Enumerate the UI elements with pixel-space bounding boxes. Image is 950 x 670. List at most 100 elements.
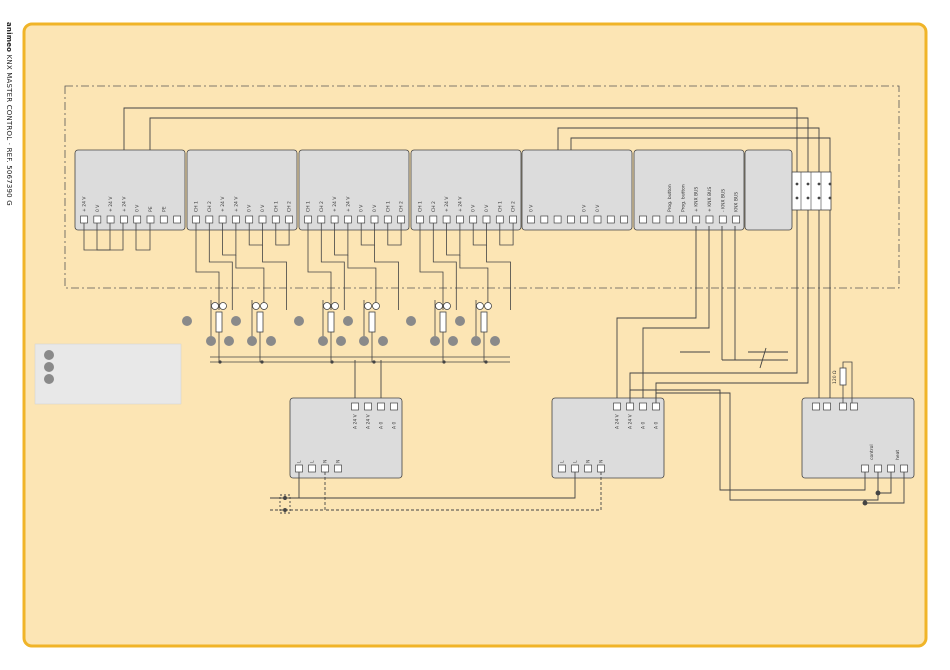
terminal-label: 0 V	[582, 204, 588, 212]
terminal	[93, 215, 102, 224]
device-terminal-label: A 24 V	[628, 413, 634, 429]
terminal	[705, 215, 714, 224]
terminal-label: CH 2	[319, 201, 325, 212]
terminal	[495, 215, 504, 224]
terminal	[317, 215, 326, 224]
device-terminal	[823, 402, 831, 411]
terminal	[442, 215, 451, 224]
junction-dot	[372, 360, 376, 364]
terminal	[271, 215, 280, 224]
weather-station: 120 Ω control heat	[801, 361, 915, 479]
terminal-label: CH 1	[194, 201, 200, 212]
terminal	[330, 215, 339, 224]
device-terminal-label: A 0	[654, 421, 660, 429]
terminal-block	[791, 171, 832, 211]
device-terminal	[584, 464, 592, 473]
terminal	[606, 215, 615, 224]
terminal	[205, 215, 214, 224]
terminal	[218, 215, 227, 224]
terminal	[159, 215, 168, 224]
terminal	[80, 215, 88, 224]
terminal	[553, 215, 562, 224]
legend-dot-1	[44, 350, 54, 360]
terminal-label: 0 V	[484, 204, 490, 212]
connection-dot	[455, 316, 465, 326]
device-terminal-label: N	[323, 460, 329, 463]
connection-dot	[294, 316, 304, 326]
resistor-120-ohm	[839, 367, 847, 386]
terminal-label: + 24 V	[345, 196, 351, 212]
device-terminal	[321, 464, 329, 473]
connection-dot	[266, 336, 276, 346]
connection-dot	[336, 336, 346, 346]
terminal-label: + 24 V	[457, 196, 463, 212]
terminal-label: + KNX BUS	[707, 187, 713, 212]
device-terminal	[900, 464, 908, 473]
terminal	[245, 215, 254, 224]
wire-bus-2	[642, 226, 710, 403]
device-terminal-label: A 24 V	[615, 413, 621, 429]
device-terminal	[377, 402, 385, 411]
motor-group-1	[182, 223, 290, 362]
junction-dot	[442, 360, 446, 364]
device-terminal	[390, 402, 398, 411]
terminal	[106, 215, 115, 224]
device-terminal-label: L	[310, 460, 316, 463]
top-bus-wires	[123, 107, 831, 172]
device-terminal	[597, 464, 605, 473]
terminal-label: + 24 V	[444, 196, 450, 212]
terminal	[192, 215, 200, 224]
control-label: control	[869, 444, 875, 460]
connection-dot	[343, 316, 353, 326]
spare-module	[744, 149, 793, 231]
junction-dot	[330, 360, 334, 364]
device-terminal	[558, 464, 566, 473]
connection-dot	[318, 336, 328, 346]
device-terminal	[874, 464, 882, 473]
device-terminal-label: A 24 V	[366, 413, 372, 429]
device-terminal-label: N	[336, 460, 342, 463]
connection-dot	[448, 336, 458, 346]
mains-wiring	[270, 472, 602, 514]
connection-dot	[359, 336, 369, 346]
resistor-label: 120 Ω	[832, 370, 838, 384]
device-terminal	[652, 402, 660, 411]
device-terminal	[571, 464, 579, 473]
terminal-label: PE	[161, 206, 167, 212]
terminal	[416, 215, 424, 224]
wire-top-2	[149, 117, 809, 172]
terminal	[732, 215, 740, 224]
junction-dot	[218, 360, 222, 364]
terminal-label: + 24 V	[108, 196, 114, 212]
device-terminal-label: A 24 V	[353, 413, 359, 429]
terminal	[383, 215, 392, 224]
terminal-label: CH 2	[431, 201, 437, 212]
terminal	[304, 215, 312, 224]
device-terminal-label: A 0	[641, 421, 647, 429]
terminal	[527, 215, 535, 224]
terminal	[580, 215, 589, 224]
device-terminal-label: L	[297, 460, 303, 463]
terminal	[620, 215, 628, 224]
device-terminal-label: L	[560, 460, 566, 463]
device-terminal	[351, 402, 359, 411]
device-feed-wires	[354, 210, 831, 403]
terminal-label: CH 1	[418, 201, 424, 212]
device-terminal	[812, 402, 820, 411]
weather-return-wires	[629, 389, 905, 506]
terminal	[509, 215, 517, 224]
device-terminal-label: N	[599, 460, 605, 463]
terminal-label: KNX BUS	[734, 192, 740, 212]
terminal-label: + 24 V	[332, 196, 338, 212]
terminal-label: 0 V	[247, 204, 253, 212]
connection-dot	[182, 316, 192, 326]
terminal-label: - KNX BUS	[720, 189, 726, 212]
legend-dot-3	[44, 374, 54, 384]
terminal	[639, 215, 647, 224]
legend	[34, 343, 182, 405]
